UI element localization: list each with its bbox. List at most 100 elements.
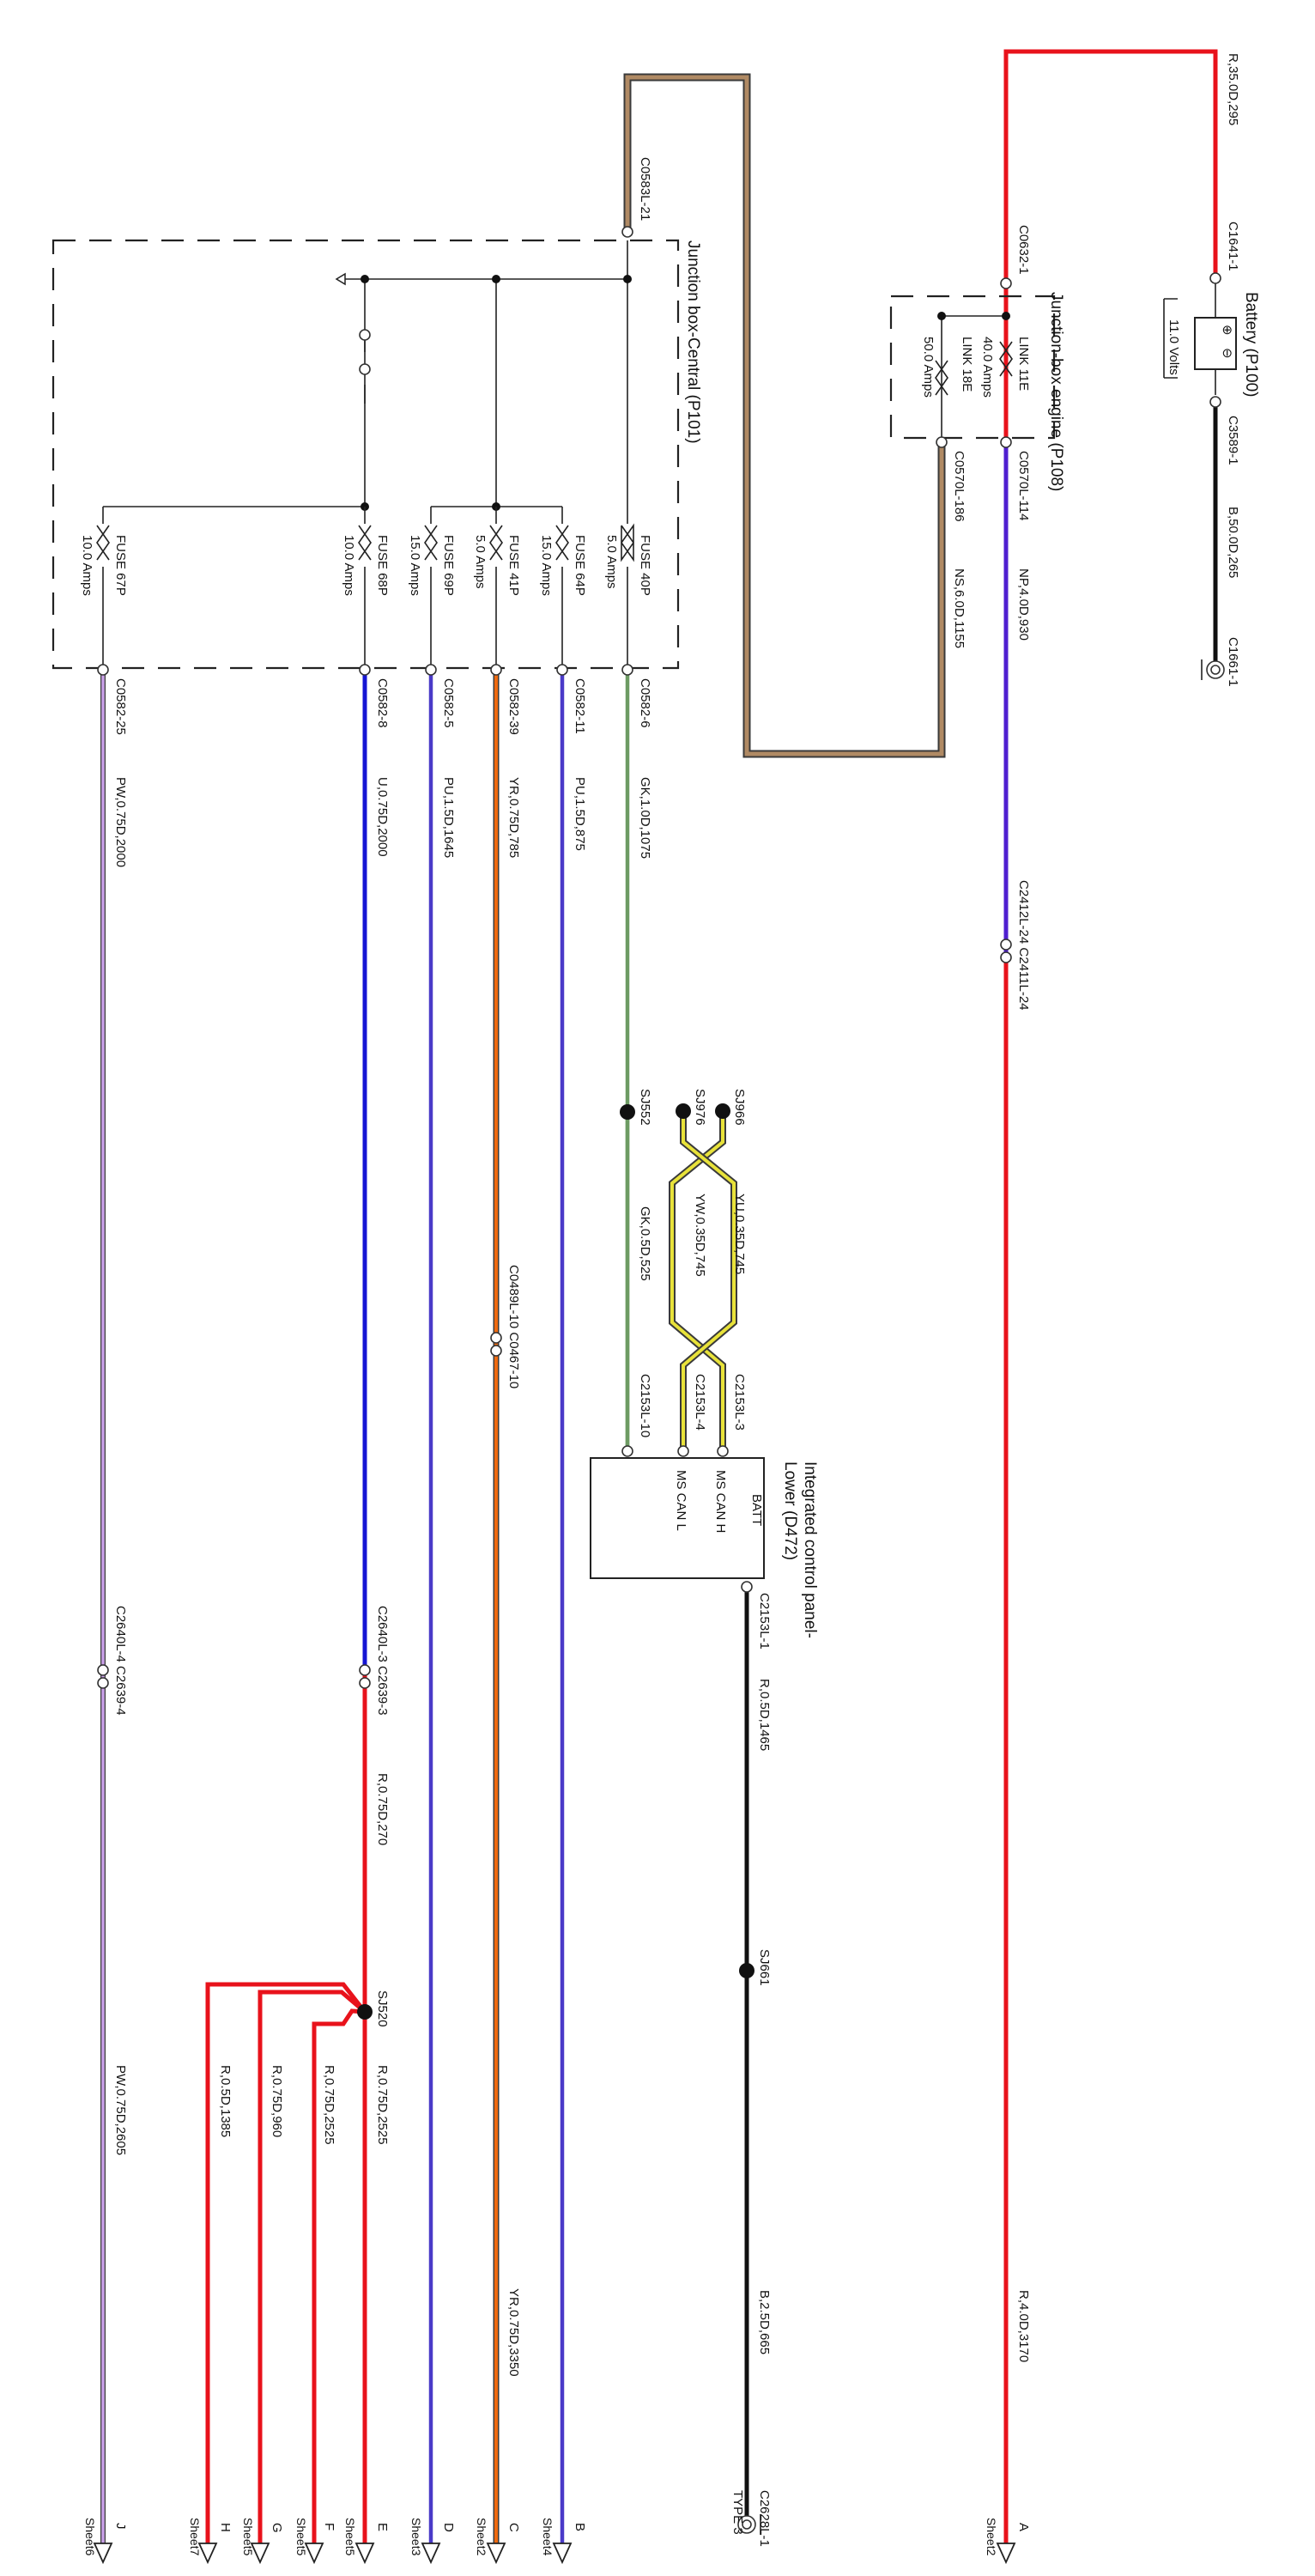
offpage-a-sheet: Sheet2 [985, 2518, 998, 2556]
conn-c0582-5: C0582-5 [441, 678, 456, 728]
offpage-g-letter: G [270, 2523, 284, 2533]
offpage-f-letter: F [322, 2523, 336, 2530]
wire-r075-960-label: R,0.75D,960 [270, 2065, 284, 2137]
fuses [96, 523, 634, 562]
labels: Battery (P100) 11.0 Volts ⊕ ⊖ C1641-1 C3… [80, 53, 1260, 2556]
icp-pin-batt: BATT [749, 1494, 764, 1526]
conn-c3589-1: C3589-1 [1226, 416, 1240, 465]
jb-central-title: Junction box-Central (P101) [684, 240, 702, 444]
icp-module [590, 1457, 765, 1579]
offpage-h-letter: H [218, 2523, 233, 2532]
wire-b50-label: B,50.0D,265 [1226, 507, 1240, 578]
wire-yr075-785-label: YR,0.75D,785 [506, 777, 521, 858]
wire-r05-1385 [205, 1982, 367, 2555]
icp-title-2: Lower (D472) [781, 1461, 799, 1560]
icp-pin-mscan-l: MS CAN L [674, 1470, 688, 1531]
fuse-64p-amps: 15.0 Amps [539, 535, 554, 596]
conn-c2640l-4: C2640L-4 C2639-4 [113, 1606, 128, 1716]
fuse-67p-name: FUSE 67P [113, 535, 128, 596]
wire-yw035-label: YW,0.35D,745 [693, 1194, 707, 1277]
jb-engine-title: Junction-box engine (P108) [1047, 292, 1065, 491]
conn-c1641-1: C1641-1 [1226, 222, 1240, 271]
wire-r075-2525a-label: R,0.75D,2525 [375, 2065, 390, 2145]
conn-c0570l-186: C0570L-186 [952, 451, 967, 522]
conn-c0582-6: C0582-6 [638, 678, 652, 728]
conn-c2153l-3: C2153L-3 [732, 1374, 747, 1431]
wire-r40-label: R,4.0D,3170 [1016, 2290, 1031, 2362]
fuse-69p-amps: 15.0 Amps [408, 535, 422, 596]
wire-pw075-2605-label: PW,0.75D,2605 [113, 2065, 128, 2155]
fuse-67p-amps: 10.0 Amps [80, 535, 94, 596]
wire-r075-2525b [258, 1990, 367, 2555]
conn-type3: TYPE 3 [730, 2490, 745, 2535]
wire-ns60 [625, 75, 944, 756]
fuse-41p [489, 525, 503, 561]
offpage-arrows [93, 2543, 1016, 2565]
battery-minus: ⊖ [1220, 348, 1234, 359]
conn-c2153l-1: C2153L-1 [757, 1593, 772, 1649]
battery-volts: 11.0 Volts [1167, 319, 1181, 375]
fuse-40p-name: FUSE 40P [638, 535, 652, 596]
link18e: LINK 18E [960, 337, 974, 392]
wire-r075-270-label: R,0.75D,270 [375, 1773, 390, 1845]
wire-ns60-label: NS,6.0D,1155 [952, 568, 967, 648]
offpage-c-sheet: Sheet2 [475, 2518, 488, 2556]
wire-pu15-1645-label: PU,1.5D,1645 [441, 777, 456, 858]
wire-r35-label: R,35.0D,295 [1226, 53, 1240, 125]
wire-gk10-label: GK,1.0D,1075 [638, 777, 652, 859]
splice-sj976: SJ976 [693, 1089, 707, 1126]
wire-b25-label: B,2.5D,665 [757, 2290, 772, 2354]
conn-c0582-25: C0582-25 [113, 678, 128, 735]
wire-yw035 [682, 1111, 736, 1451]
conn-c1661-1: C1661-1 [1226, 637, 1240, 687]
icp-pin-mscan-h: MS CAN H [713, 1470, 728, 1533]
fuse-68p-name: FUSE 68P [375, 535, 390, 596]
offpage-h-sheet: Sheet7 [188, 2518, 202, 2556]
conn-c0570l-114: C0570L-114 [1016, 451, 1031, 520]
conn-c2153l-10: C2153L-10 [638, 1374, 652, 1437]
splice-dots [357, 1103, 754, 2020]
conn-c0582-39: C0582-39 [506, 678, 521, 735]
conn-c0582-8: C0582-8 [375, 678, 390, 728]
fuse-64p-name: FUSE 64P [573, 535, 587, 596]
offpage-e-letter: E [375, 2523, 390, 2531]
wire-u075-label: U,0.75D,2000 [375, 777, 390, 857]
conn-c2628l-1: C2628L-1 [757, 2490, 772, 2547]
offpage-j-letter: J [113, 2523, 128, 2530]
offpage-f-sheet: Sheet5 [294, 2518, 308, 2556]
splice-sj661: SJ661 [757, 1949, 772, 1986]
splice-sj520: SJ520 [375, 1990, 390, 2027]
splice-sj552: SJ552 [638, 1089, 652, 1126]
ground-c1661 [1201, 659, 1225, 680]
conn-c0582-11: C0582-11 [573, 678, 587, 734]
ground-c2628 [737, 2514, 761, 2535]
offpage-d-sheet: Sheet3 [409, 2518, 423, 2556]
link18e-amps: 50.0 Amps [921, 337, 936, 398]
conn-c2153l-4: C2153L-4 [693, 1374, 707, 1431]
offpage-b-letter: B [573, 2523, 587, 2531]
icp-title-1: Integrated control panel- [801, 1461, 819, 1638]
connector-circles [97, 226, 1221, 1689]
battery-plus: ⊕ [1220, 325, 1234, 336]
fuse-41p-amps: 5.0 Amps [473, 535, 488, 589]
offpage-e-sheet: Sheet5 [343, 2518, 357, 2556]
fuse-67p [96, 525, 110, 561]
fuse-68p [358, 525, 372, 561]
wire-r075-2525b-label: R,0.75D,2525 [322, 2065, 336, 2145]
offpage-a-letter: A [1016, 2523, 1031, 2531]
junction-box-central [52, 239, 680, 670]
junction-box-engine [889, 295, 1056, 440]
wire-r35-battery [1003, 49, 1218, 2559]
fuse-40p-amps: 5.0 Amps [604, 535, 619, 589]
wire-pw075-2000-label: PW,0.75D,2000 [113, 777, 128, 867]
link11e: LINK 11E [1016, 337, 1031, 391]
offpage-g-sheet: Sheet5 [241, 2518, 255, 2556]
wire-yr075-3350-label: YR,0.75D,3350 [506, 2288, 521, 2377]
wire-r075-960 [312, 2008, 366, 2555]
wires [100, 49, 1218, 2559]
offpage-c-letter: C [506, 2523, 521, 2532]
battery-symbol [1163, 283, 1237, 395]
conn-c2412l-24: C2412L-24 C2411L-24 [1016, 880, 1031, 1011]
wire-r05-1465-label: R,0.5D,1465 [757, 1679, 772, 1751]
